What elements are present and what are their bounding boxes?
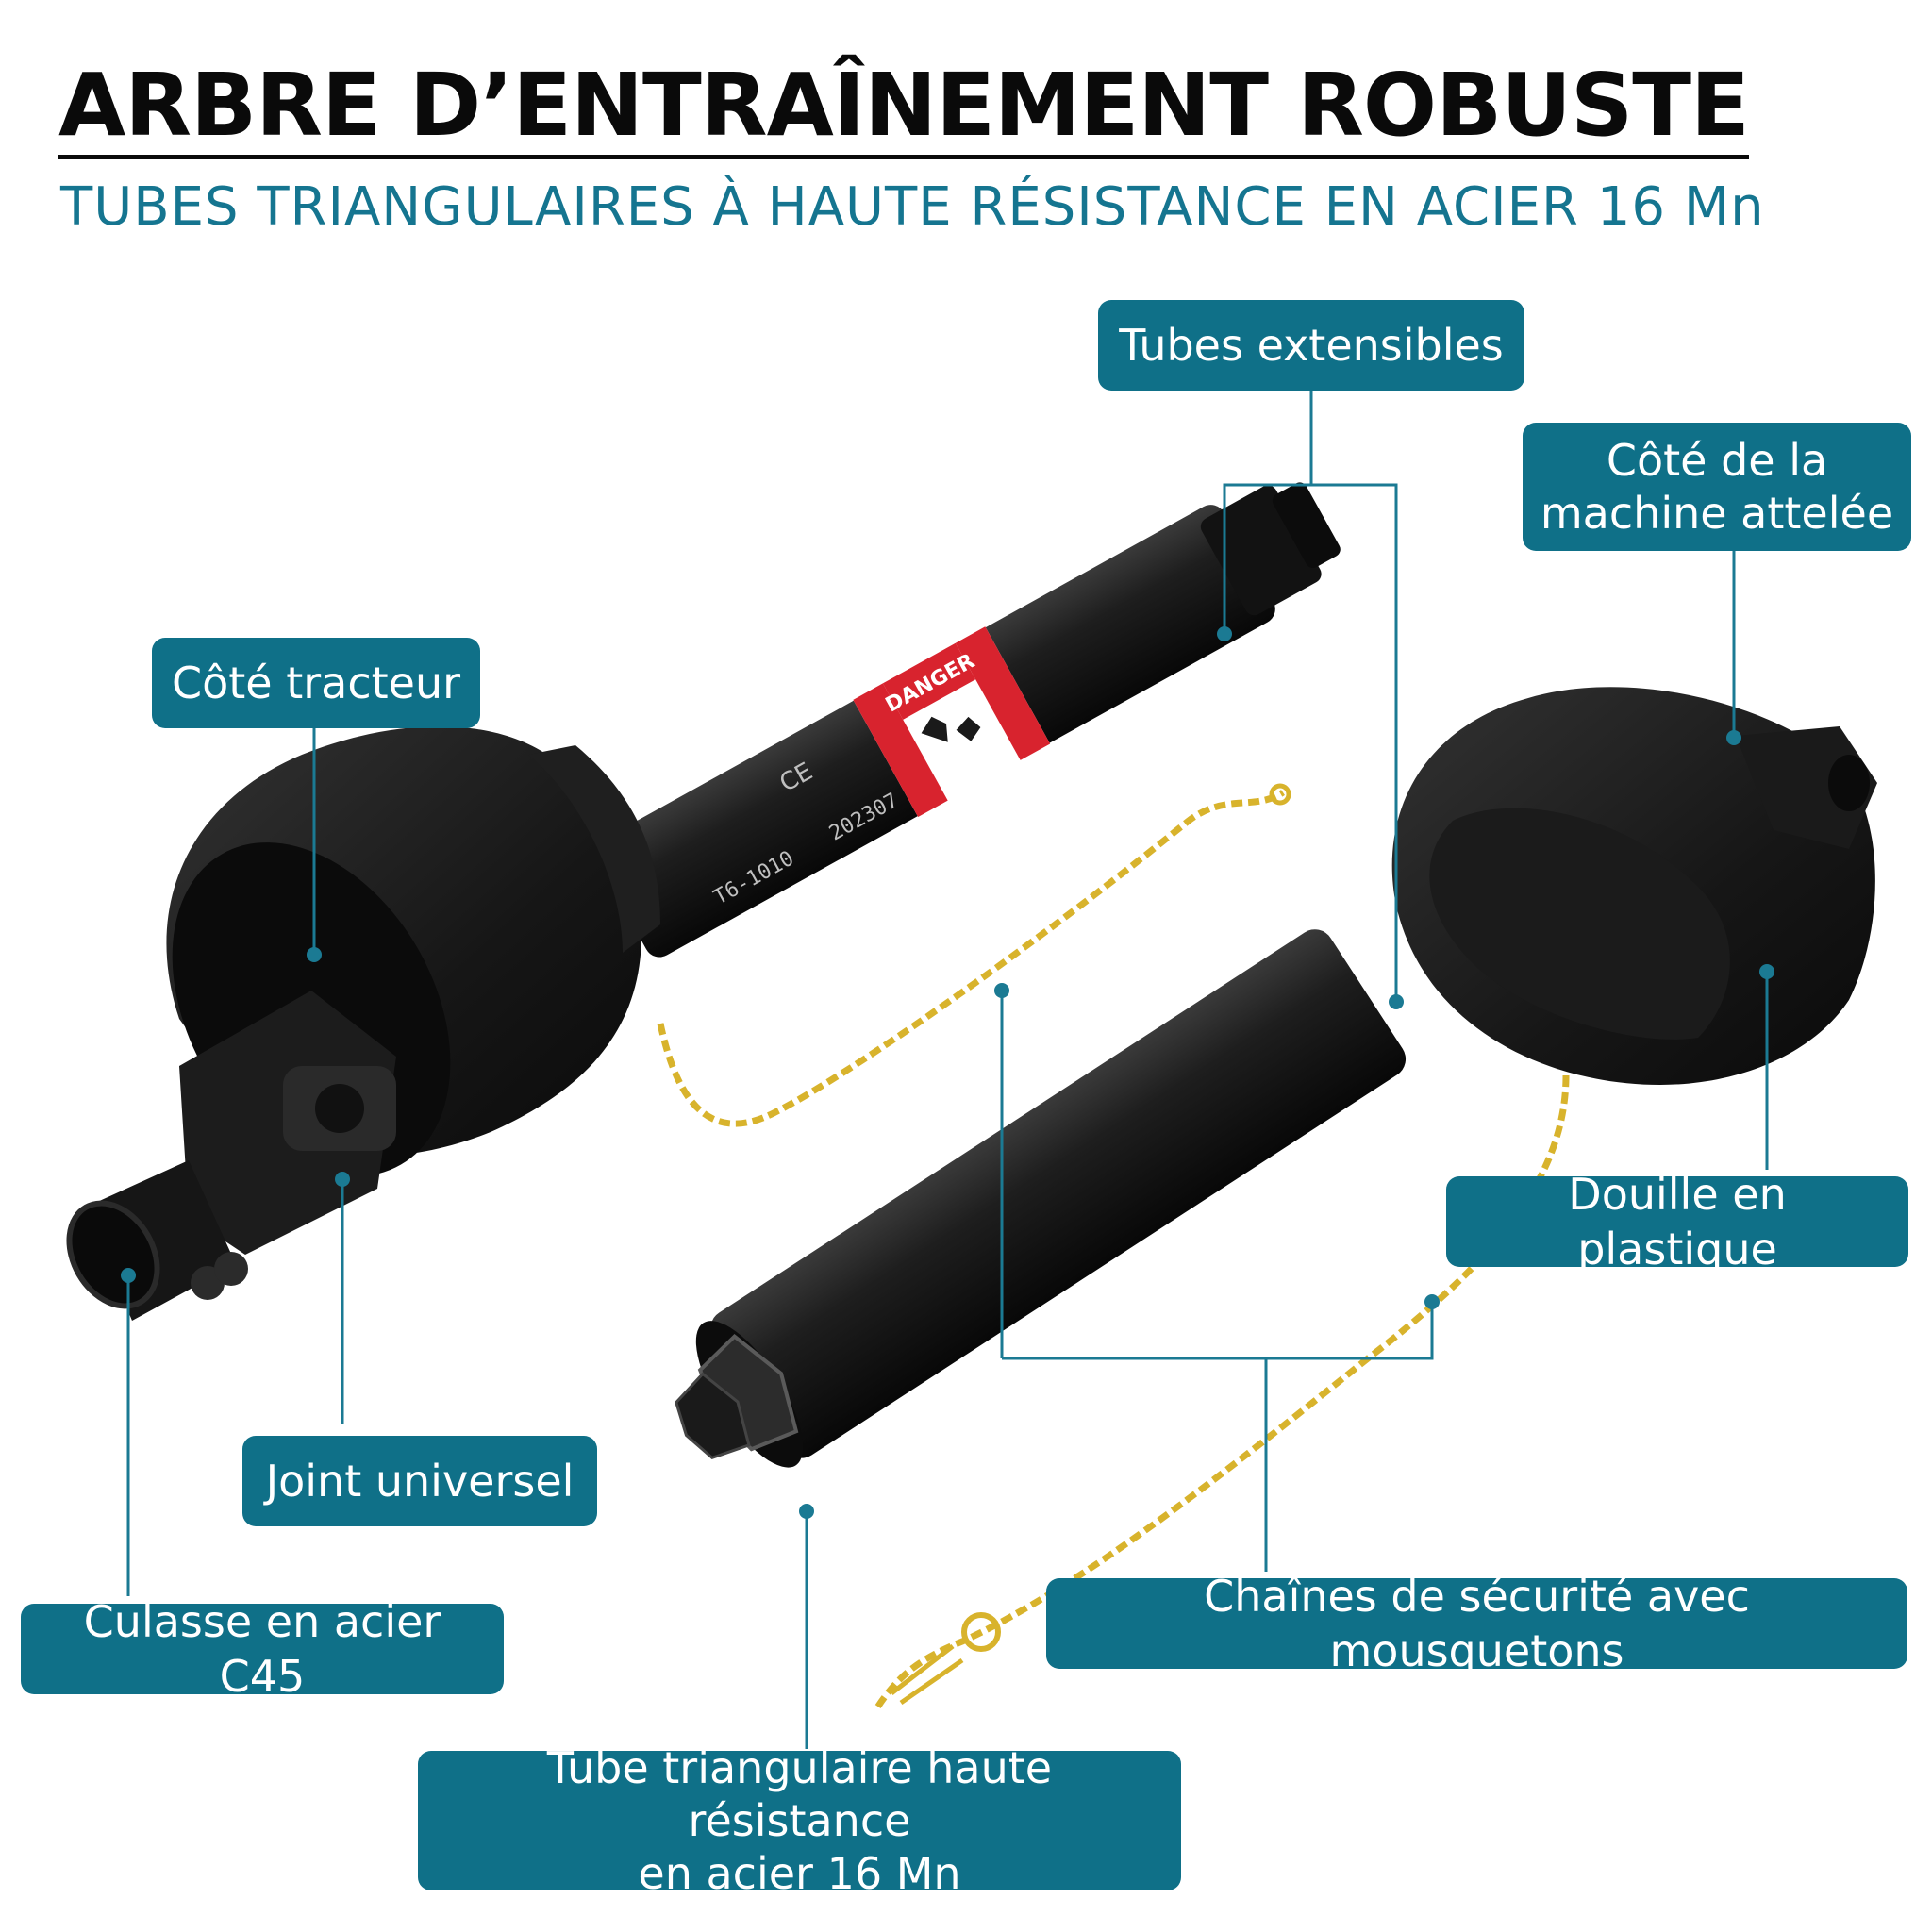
label-cote-machine-attelee: Côté de la machine attelée — [1523, 423, 1911, 551]
danger-sticker: DANGER — [853, 626, 1051, 818]
label-culasse-acier: Culasse en acier C45 — [21, 1596, 504, 1702]
page-subtitle: TUBES TRIANGULAIRES À HAUTE RÉSISTANCE E… — [60, 176, 1765, 238]
page-title: ARBRE D’ENTRAÎNEMENT ROBUSTE — [58, 62, 1750, 159]
label-douille-plastique: Douille en plastique — [1446, 1169, 1908, 1274]
left-safety-chain — [657, 790, 1285, 1127]
leader-dots — [121, 626, 1774, 1519]
label-tube-triangulaire: Tube triangulaire haute résistance en ac… — [418, 1742, 1181, 1899]
label-joint-universel: Joint universel — [242, 1436, 597, 1526]
label-chaines-securite: Chaînes de sécurité avec mousquetons — [1046, 1571, 1907, 1676]
label-tubes-extensibles: Tubes extensibles — [1098, 300, 1524, 391]
label-cote-tracteur: Côté tracteur — [152, 638, 480, 728]
leader-lines — [126, 389, 1769, 1749]
left-shaft: DANGER T6-1010 202307 CE — [66, 482, 1341, 1321]
